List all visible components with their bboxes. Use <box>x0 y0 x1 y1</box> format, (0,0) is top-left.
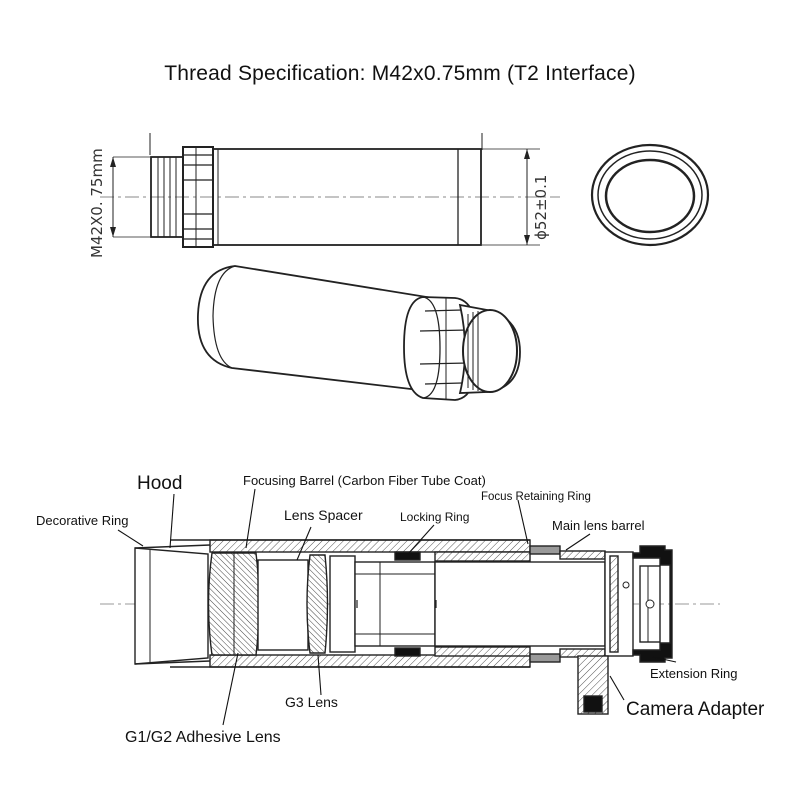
end-view <box>590 143 710 247</box>
label-locking-ring: Locking Ring <box>400 510 469 524</box>
perspective-view <box>197 265 521 401</box>
label-g1g2-lens: G1/G2 Adhesive Lens <box>125 729 281 746</box>
thread-dimension-label: M42X0. 75mm <box>88 148 106 258</box>
label-g3-lens: G3 Lens <box>285 694 338 710</box>
side-view <box>100 133 560 248</box>
label-focusing-barrel: Focusing Barrel (Carbon Fiber Tube Coat) <box>243 473 486 488</box>
diameter-dimension-label: ϕ52±0.1 <box>532 175 550 240</box>
label-hood: Hood <box>137 473 182 494</box>
label-main-lens-barrel: Main lens barrel <box>552 518 645 533</box>
label-lens-spacer: Lens Spacer <box>284 507 363 523</box>
label-camera-adapter: Camera Adapter <box>626 699 765 720</box>
label-decorative-ring: Decorative Ring <box>36 513 129 528</box>
cross-section <box>100 539 720 715</box>
diagram-title: Thread Specification: M42x0.75mm (T2 Int… <box>164 62 636 85</box>
label-extension-ring: Extension Ring <box>650 666 737 681</box>
label-focus-retaining-ring: Focus Retaining Ring <box>481 491 591 503</box>
leader-lines <box>117 488 677 726</box>
